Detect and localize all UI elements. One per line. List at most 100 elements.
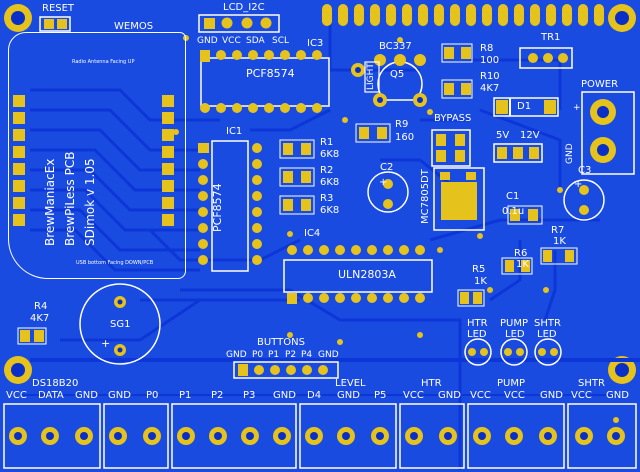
c1-capacitor xyxy=(507,205,543,225)
resistors-r1-r3 xyxy=(279,139,315,215)
r9-value: 160 xyxy=(395,132,415,143)
r3-name: R3 xyxy=(320,193,334,204)
sg1-label: SG1 xyxy=(110,319,131,330)
c2-plus: + xyxy=(379,177,388,188)
status-leds xyxy=(464,338,562,366)
led-pump-line1: PUMP xyxy=(500,318,529,329)
pump-group-label: PUMP xyxy=(497,378,526,389)
r9-name: R9 xyxy=(395,119,409,130)
r10-name: R10 xyxy=(480,71,500,82)
terminal-label: P0 xyxy=(146,390,159,401)
lcd-pin-gnd: GND xyxy=(197,36,218,46)
r5-value: 1K xyxy=(474,276,487,287)
led-shtr-line1: SHTR xyxy=(534,318,561,329)
r1-value: 6K8 xyxy=(320,149,340,160)
button-pin-gnd-2: GND xyxy=(318,350,339,360)
wemos-label: WEMOS xyxy=(114,21,154,32)
r8-name: R8 xyxy=(480,43,494,54)
light-connector xyxy=(364,61,380,93)
button-pin-p1: P1 xyxy=(268,350,280,360)
led-htr-line1: HTR xyxy=(467,318,488,329)
q5-transistor xyxy=(351,54,427,107)
power-plus: + xyxy=(573,103,581,113)
terminal-blocks xyxy=(3,403,637,469)
bc337-label: BC337 xyxy=(379,41,412,52)
c3-capacitor xyxy=(563,179,605,221)
r5-name: R5 xyxy=(472,264,486,275)
terminal-label: VCC xyxy=(504,390,525,401)
ic4-part: ULN2803A xyxy=(338,268,396,281)
terminal-label: D4 xyxy=(307,390,322,401)
level-label: LEVEL xyxy=(335,378,366,389)
tr1 xyxy=(519,47,573,69)
lcd-i2c-label: LCD_I2C xyxy=(223,2,265,13)
voltage-jumper xyxy=(493,143,543,163)
ic4 xyxy=(283,245,433,304)
power-gnd-label: GND xyxy=(565,143,575,164)
terminal-label: P2 xyxy=(211,390,224,401)
terminal-screws xyxy=(9,427,625,445)
ic1-label: IC1 xyxy=(226,126,243,137)
terminal-label: VCC xyxy=(571,390,592,401)
light-label: LIGHT xyxy=(366,63,376,90)
12v-label: 12V xyxy=(520,130,540,141)
r6-name: R6 xyxy=(514,248,528,259)
board-title-line-1: BrewManiacEx xyxy=(43,158,57,246)
r8-r10 xyxy=(441,43,473,99)
c3-label: C3 xyxy=(578,165,592,176)
ic3-part: PCF8574 xyxy=(246,67,295,80)
terminal-label: GND xyxy=(75,390,98,401)
traces xyxy=(20,20,640,470)
r10-value: 4K7 xyxy=(480,83,500,94)
terminal-label: VCC xyxy=(6,390,27,401)
r1-name: R1 xyxy=(320,137,334,148)
terminal-label: GND xyxy=(606,390,629,401)
shtr-group-label: SHTR xyxy=(578,378,605,389)
sg1-buzzer xyxy=(79,283,161,365)
terminal-label: P5 xyxy=(374,390,387,401)
d1-diode xyxy=(493,97,559,117)
board-title-line-3: SDimok v 1.05 xyxy=(83,158,97,246)
button-pin-p2: P2 xyxy=(285,350,297,360)
buttons-header xyxy=(233,361,339,379)
terminal-label: GND xyxy=(438,390,461,401)
button-pin-gnd-1: GND xyxy=(226,350,247,360)
5v-label: 5V xyxy=(496,130,510,141)
r9 xyxy=(355,123,391,143)
buttons-label: BUTTONS xyxy=(257,337,305,348)
r4-name: R4 xyxy=(34,301,48,312)
power-connector xyxy=(581,91,635,175)
ic1-part: PCF8574 xyxy=(211,183,224,232)
board-title-line-2: BrewPiLess PCB xyxy=(63,151,77,246)
r7-value: 1K xyxy=(553,236,566,247)
vias xyxy=(173,35,619,423)
c2-label: C2 xyxy=(380,162,394,173)
c3-plus: + xyxy=(574,179,583,190)
r8-value: 100 xyxy=(480,55,500,66)
button-pin-p4: P4 xyxy=(301,350,313,360)
led-pump-line2: LED xyxy=(505,329,525,340)
terminal-label: GND xyxy=(108,390,131,401)
lcd-header xyxy=(198,14,280,33)
tr1-label: TR1 xyxy=(541,32,561,43)
button-pin-p0: P0 xyxy=(252,350,264,360)
c1-name: C1 xyxy=(506,191,520,202)
r4-value: 4K7 xyxy=(30,313,50,324)
q5-label: Q5 xyxy=(390,69,405,80)
ic4-label: IC4 xyxy=(304,228,321,239)
mounting-holes xyxy=(4,4,636,384)
usb-note: USB bottom Facing DOWN/PCB xyxy=(76,260,154,266)
ds18b20-label: DS18B20 xyxy=(32,378,79,389)
top-header-pins xyxy=(322,4,604,26)
bypass-jumper xyxy=(431,129,471,167)
ic3-label: IC3 xyxy=(307,38,324,49)
ic3 xyxy=(200,50,330,113)
regulator-label: MC7805DT xyxy=(420,169,431,224)
resistors-r5-r7 xyxy=(457,247,578,307)
terminal-label: GND xyxy=(540,390,563,401)
mc7805-regulator xyxy=(433,167,485,231)
wemos-footprint xyxy=(8,32,186,279)
terminal-label: VCC xyxy=(403,390,424,401)
r7-name: R7 xyxy=(551,225,565,236)
